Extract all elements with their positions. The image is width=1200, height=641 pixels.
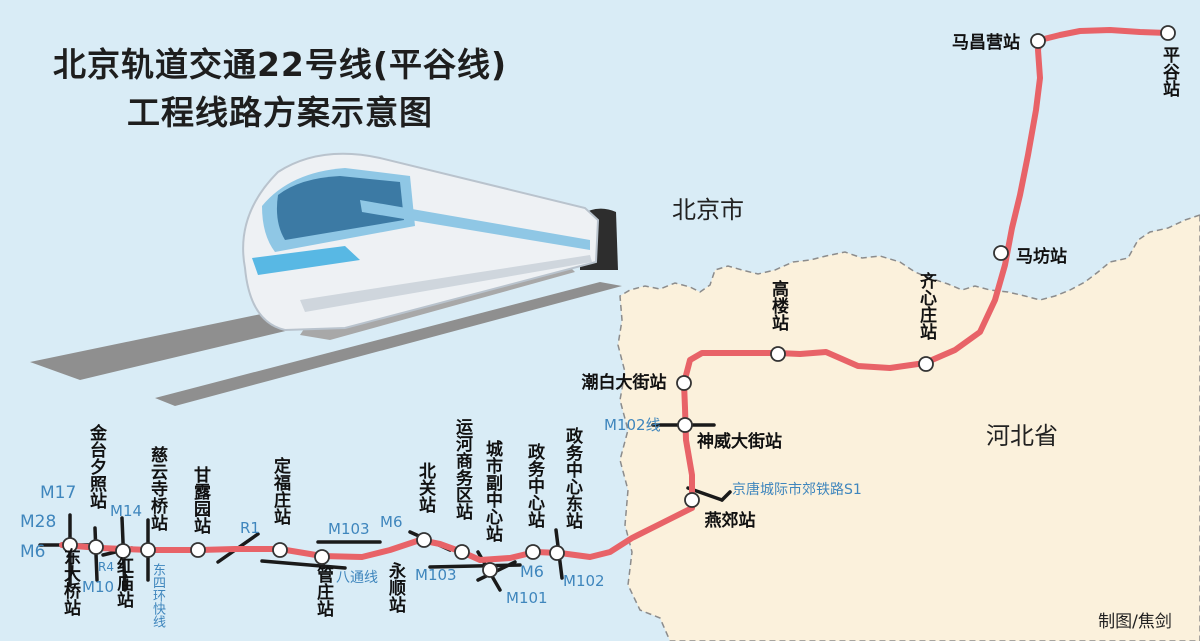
line-m10-label: M10 xyxy=(82,578,114,596)
map-title-line1: 北京轨道交通22号线(平谷线) xyxy=(52,45,508,84)
station-label-dingfuzhuang: 定福庄站 xyxy=(270,457,290,525)
line-m6-west-label: M6 xyxy=(20,542,45,562)
station-label-hongmiao: 红庙站 xyxy=(113,557,133,608)
station-label-dongdaqiao: 东大桥站 xyxy=(60,548,80,616)
line-m28-label: M28 xyxy=(20,512,56,532)
station-label-chaobai: 潮白大街站 xyxy=(582,372,667,393)
credit-label: 制图/焦剑 xyxy=(1098,612,1172,632)
station-label-yongshun: 永顺站 xyxy=(385,562,405,613)
train-illustration xyxy=(30,152,622,406)
transfer-markers xyxy=(62,417,700,578)
station-label-pinggu: 平谷站 xyxy=(1159,46,1179,97)
line-m6-center-label: M6 xyxy=(520,562,544,581)
line-r1-label: R1 xyxy=(240,519,260,537)
line-22-route xyxy=(59,27,1171,563)
station-markers xyxy=(190,25,1176,560)
map-title-line2: 工程线路方案示意图 xyxy=(127,93,433,132)
station-label-chengshi: 城市副中心站 xyxy=(482,440,502,542)
station-label-qixinzhuang: 齐心庄站 xyxy=(916,272,936,340)
line-m103-b-label: M103 xyxy=(415,566,457,584)
hebei-label: 河北省 xyxy=(986,422,1058,450)
station-label-guanzhuang: 管庄站 xyxy=(313,566,333,617)
hebei-region xyxy=(617,214,1200,641)
station-label-yanjiao: 燕郊站 xyxy=(705,510,756,531)
station-label-zhengwu: 政务中心站 xyxy=(524,443,544,528)
station-label-ganluyuan: 甘露园站 xyxy=(190,466,210,534)
other-line-labels: M17 M28 M6 M14 M10 R4 R1 M103 八通线 M6 M10… xyxy=(20,416,862,607)
line-m101-label: M101 xyxy=(506,589,548,607)
line-m17-label: M17 xyxy=(40,483,76,503)
line-m102-label: M102 xyxy=(563,572,605,590)
station-label-beiguan: 北关站 xyxy=(415,462,435,513)
station-label-zhengwudong: 政务中心东站 xyxy=(562,427,582,529)
line-s1-label: 京唐城际市郊铁路S1 xyxy=(732,481,862,498)
station-label-machangying: 马昌营站 xyxy=(952,32,1020,53)
station-label-gaolou: 高楼站 xyxy=(768,280,788,331)
station-label-mafang: 马坊站 xyxy=(1016,246,1067,267)
horizontal-station-labels: 神威大街站 潮白大街站 燕郊站 马坊站 马昌营站 xyxy=(582,32,1068,531)
station-label-jintaixizhao: 金台夕照站 xyxy=(86,424,106,509)
line-m102-line-label: M102线 xyxy=(604,416,661,434)
line-r4-label: R4 xyxy=(98,560,114,574)
line-m103-label: M103 xyxy=(328,520,370,538)
line-batong-label: 八通线 xyxy=(336,570,378,586)
station-label-shenwei: 神威大街站 xyxy=(697,431,782,452)
line-m14-label: M14 xyxy=(110,502,142,520)
station-label-ciyunsi: 慈云寺桥站 xyxy=(147,446,167,531)
station-label-yunhe: 运河商务区站 xyxy=(452,418,472,520)
line-m6-beiguan-label: M6 xyxy=(380,513,403,531)
line-east4th-label: 东四环快线 xyxy=(150,563,165,628)
beijing-label: 北京市 xyxy=(672,196,744,224)
